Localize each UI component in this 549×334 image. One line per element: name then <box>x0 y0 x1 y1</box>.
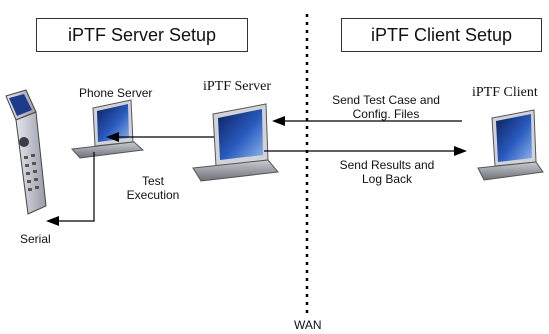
laptop-icon <box>477 109 544 181</box>
send-results-line-1: Send Results and <box>339 158 435 172</box>
laptop-icon <box>192 103 279 182</box>
send-results-line-2: Log Back <box>361 172 413 186</box>
send-test-line-2: Config. Files <box>352 107 420 121</box>
test-execution-arrow <box>106 132 214 142</box>
send-test-line-1: Send Test Case and <box>332 93 440 107</box>
client-setup-box: iPTF Client Setup <box>341 18 542 52</box>
send-test-case-label: Send Test Case and Config. Files <box>316 93 456 121</box>
iptf-server-label: iPTF Server <box>203 79 272 94</box>
client-setup-title: iPTF Client Setup <box>370 24 513 45</box>
send-results-label: Send Results and Log Back <box>322 158 452 186</box>
server-setup-box: iPTF Server Setup <box>36 18 248 52</box>
iptf-client-label: iPTF Client <box>472 85 538 100</box>
test-execution-line-2: Execution <box>126 188 180 202</box>
test-execution-label: Test Execution <box>118 174 188 202</box>
laptop-icon <box>70 99 145 159</box>
phone-server-label: Phone Server <box>79 86 153 100</box>
wan-label: WAN <box>294 318 322 332</box>
mobile-phone-icon <box>5 89 47 215</box>
send-test-case-arrow <box>272 116 462 126</box>
server-setup-title: iPTF Server Setup <box>67 24 217 45</box>
send-results-arrow <box>264 146 467 156</box>
serial-connector <box>46 152 95 226</box>
test-execution-line-1: Test <box>141 174 164 188</box>
serial-label: Serial <box>20 232 51 246</box>
